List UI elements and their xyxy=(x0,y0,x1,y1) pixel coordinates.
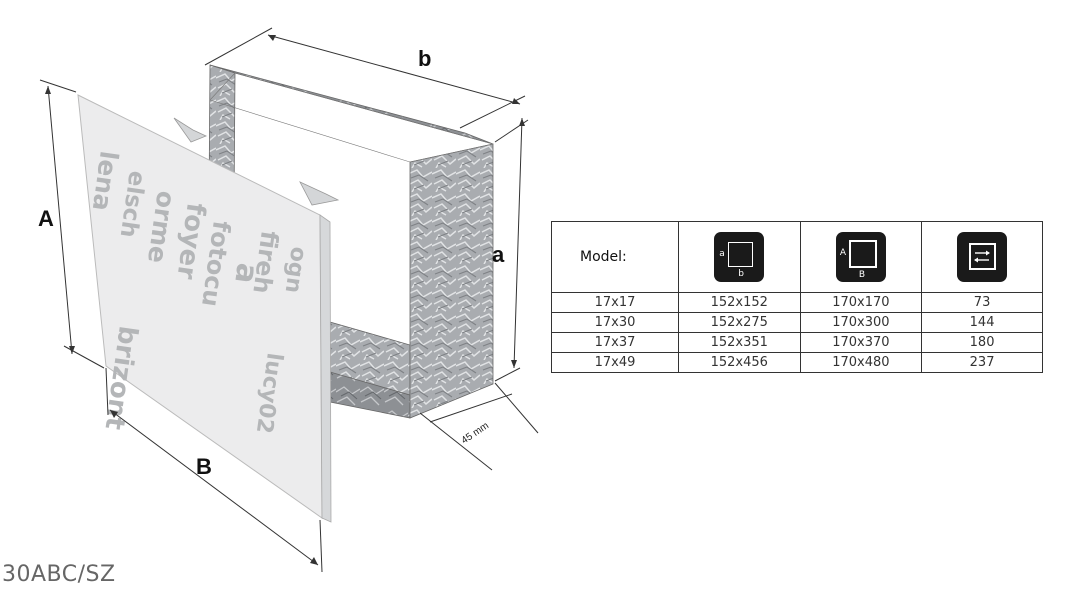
inner-size-cell: 152x456 xyxy=(677,352,801,373)
outer-size-cell: 170x170 xyxy=(799,292,923,313)
outer-size-cell: 170x480 xyxy=(799,352,923,373)
table-header-row: Model: a b A B xyxy=(551,221,1043,293)
dimension-label-b: b xyxy=(418,46,431,71)
dimension-label-B: B xyxy=(196,454,212,479)
dimension-arrows xyxy=(45,35,525,565)
outer-size-cell: 170x370 xyxy=(799,332,923,353)
model-cell: 17x17 xyxy=(551,292,679,313)
inner-size-cell: 152x152 xyxy=(677,292,801,313)
airflow-cell: 73 xyxy=(921,292,1043,313)
outer-A-letter: A xyxy=(839,248,847,258)
inner-b-letter: b xyxy=(738,269,744,279)
model-cell: 17x30 xyxy=(551,312,679,333)
specification-table: Model: a b A B xyxy=(551,221,1043,373)
inner-size-cell: 152x275 xyxy=(677,312,801,333)
inner-size-cell: 152x351 xyxy=(677,332,801,353)
outer-size-cell: 170x300 xyxy=(799,312,923,333)
model-cell: 17x49 xyxy=(551,352,679,373)
product-code: 30ABC/SZ xyxy=(2,562,116,587)
airflow-area-icon xyxy=(957,232,1008,282)
inner-a-letter: a xyxy=(719,249,725,259)
airflow-area-header xyxy=(921,221,1043,293)
table-row: 17x30 152x275 170x300 144 xyxy=(551,312,1043,333)
grille-text-line: a xyxy=(227,261,264,286)
dimension-label-A: A xyxy=(38,206,54,231)
outer-B-letter: B xyxy=(858,270,866,280)
outer-dimension-icon: A B xyxy=(835,232,886,282)
depth-label: 45 mm xyxy=(460,420,491,446)
airflow-cell: 144 xyxy=(921,312,1043,333)
airflow-cell: 237 xyxy=(921,352,1043,373)
table-row: 17x37 152x351 170x370 180 xyxy=(551,332,1043,353)
table-row: 17x49 152x456 170x480 237 xyxy=(551,352,1043,373)
model-cell: 17x37 xyxy=(551,332,679,353)
inner-dimension-icon: a b xyxy=(714,232,765,282)
model-header: Model: xyxy=(551,221,679,293)
dimension-label-a: a xyxy=(492,242,505,267)
outer-dimension-header: A B xyxy=(799,221,923,293)
dimension-lines xyxy=(39,27,539,573)
airflow-cell: 180 xyxy=(921,332,1043,353)
inner-dimension-header: a b xyxy=(677,221,801,293)
table-row: 17x17 152x152 170x170 73 xyxy=(551,292,1043,313)
